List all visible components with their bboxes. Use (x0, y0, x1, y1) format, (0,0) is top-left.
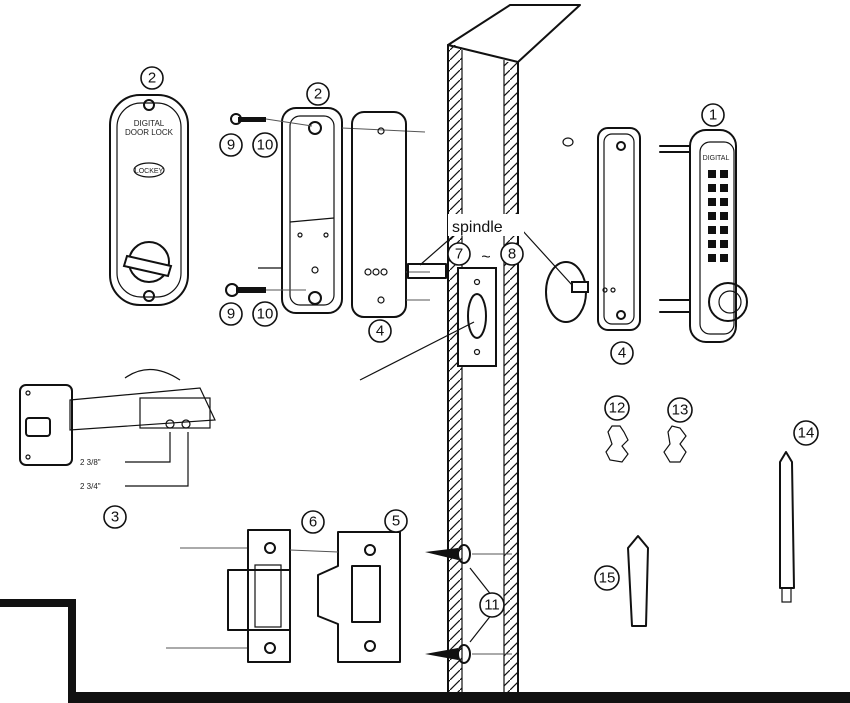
plate-text-door-lock: DOOR LOCK (125, 128, 174, 137)
spindle-tilde: ~ (481, 249, 490, 266)
part-number-6: 6 (301, 510, 325, 534)
keypad-brand: DIGITAL (703, 155, 730, 162)
part-number-2a: 2 (140, 66, 164, 90)
svg-text:1: 1 (709, 107, 717, 124)
svg-text:9: 9 (227, 306, 235, 323)
strike-screws (425, 544, 512, 664)
tool-short (627, 535, 649, 627)
part-number-9b: 9 (219, 302, 243, 326)
spindle-label: spindle (452, 219, 503, 236)
part-number-14: 14 (793, 420, 819, 446)
part-number-4b: 4 (610, 341, 634, 365)
svg-text:13: 13 (672, 402, 689, 419)
svg-text:8: 8 (508, 246, 516, 263)
keypad-knob (708, 282, 748, 322)
mounting-screws (225, 113, 313, 297)
part-number-15: 15 (594, 565, 620, 591)
front-cover-plate: DIGITAL DOOR LOCK LOCKEY (109, 94, 189, 306)
door (359, 4, 581, 701)
part-number-10a: 10 (252, 132, 278, 158)
gasket-right (562, 127, 641, 331)
keypad-unit: DIGITAL (659, 129, 748, 343)
svg-text:4: 4 (376, 323, 384, 340)
inner-mounting-plate (258, 107, 426, 314)
svg-text:2: 2 (314, 86, 322, 103)
svg-text:6: 6 (309, 514, 317, 531)
keypad-buttons (708, 170, 728, 262)
frame-border (0, 599, 850, 703)
svg-text:4: 4 (618, 345, 626, 362)
part-number-5: 5 (384, 509, 408, 533)
gasket-left (351, 111, 430, 318)
part-number-9a: 9 (219, 133, 243, 157)
part-number-13: 13 (667, 397, 693, 423)
svg-text:12: 12 (609, 400, 626, 417)
latch-bore-hole (467, 293, 487, 339)
latch-assembly: 2 3/8" 2 3/4" (19, 368, 216, 491)
part-number-4a: 4 (368, 319, 392, 343)
spindle-callout: spindle ~ (448, 214, 524, 266)
part-number-2b: 2 (306, 82, 330, 106)
svg-text:5: 5 (392, 513, 400, 530)
svg-text:11: 11 (484, 597, 500, 614)
svg-text:2: 2 (148, 70, 156, 87)
door-edge-plate (457, 267, 497, 367)
tool-long (779, 451, 795, 603)
plate-text-digital: DIGITAL (134, 119, 165, 128)
svg-text:15: 15 (599, 570, 616, 587)
svg-text:10: 10 (257, 137, 274, 154)
strike-plate (289, 531, 401, 663)
cover-caps (605, 425, 687, 463)
part-number-10b: 10 (252, 301, 278, 327)
strike-box (166, 529, 291, 663)
part-number-1: 1 (701, 103, 725, 127)
part-number-11: 11 (479, 592, 505, 618)
part-number-7: 7 (447, 242, 471, 266)
dimension-2-3-8: 2 3/8" (80, 458, 101, 467)
svg-text:3: 3 (111, 509, 119, 526)
part-number-8: 8 (500, 242, 524, 266)
dimension-2-3-4: 2 3/4" (80, 482, 101, 491)
svg-text:14: 14 (798, 425, 815, 442)
part-number-badges: 1 2 2 3 4 4 5 6 7 8 9 9 10 10 11 12 13 1… (103, 66, 819, 618)
svg-text:10: 10 (257, 306, 274, 323)
spindle-cam (545, 261, 589, 323)
svg-text:9: 9 (227, 137, 235, 154)
part-number-3: 3 (103, 505, 127, 529)
brand-logo (133, 162, 165, 178)
part-number-12: 12 (604, 395, 630, 421)
svg-text:7: 7 (455, 246, 463, 263)
plate-brand: LOCKEY (135, 168, 164, 175)
